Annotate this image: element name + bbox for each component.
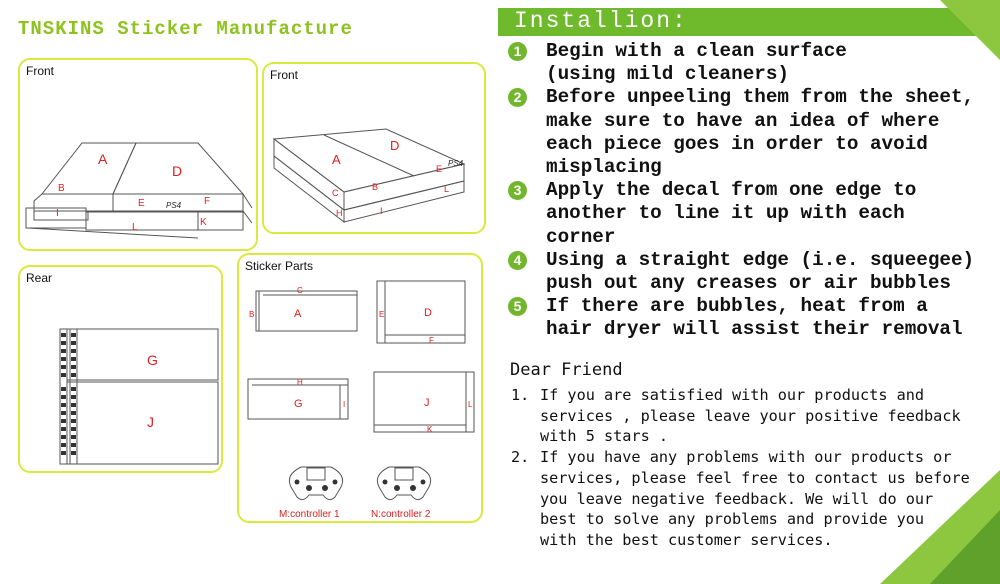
label-L: L	[444, 184, 449, 194]
step-line: (using mild cleaners)	[546, 63, 789, 86]
ps4-front-diagram: A D B E F PS4 I L K	[25, 142, 253, 239]
dear-friend-heading: Dear Friend	[510, 360, 623, 380]
brand-title: TNSKINS Sticker Manufacture	[18, 18, 353, 40]
controller-1-label: M:controller 1	[279, 509, 340, 520]
panel-title: Rear	[26, 271, 53, 285]
step-line: misplacing	[546, 156, 662, 179]
panel-title: Front	[270, 68, 299, 82]
label-I: I	[380, 206, 383, 216]
label-C: C	[332, 188, 339, 198]
label-A: A	[98, 151, 108, 167]
label-E: E	[379, 310, 384, 319]
front-panel-right: Front A D C B E PS4 H I L	[262, 62, 486, 234]
step-number-badge: 1	[508, 42, 527, 61]
label-A: A	[294, 308, 302, 320]
label-D: D	[172, 163, 182, 179]
ps4-logo-text: PS4	[448, 159, 464, 168]
step-1: 1 Begin with a clean surface (using mild…	[508, 40, 998, 86]
dear-friend-notes: 1. If you are satisfied with our product…	[511, 385, 991, 551]
label-E: E	[138, 198, 145, 209]
label-L: L	[132, 222, 138, 233]
note-line: services, please feel free to contact us…	[540, 468, 970, 487]
panel-title: Front	[26, 64, 55, 78]
step-line: make sure to have an idea of where	[546, 109, 940, 132]
label-G: G	[147, 352, 158, 368]
installation-banner	[498, 8, 988, 36]
installation-title: Installion:	[514, 8, 688, 34]
label-J: J	[147, 414, 154, 430]
label-B: B	[372, 182, 378, 192]
note-line: If you are satisfied with our products a…	[540, 386, 925, 404]
step-2: 2 Before unpeeling them from the sheet, …	[508, 86, 998, 179]
note-line: with 5 stars .	[540, 427, 669, 446]
sticker-parts-diagram: C B A D E F H G I J L K M:controller 1 N…	[247, 280, 475, 520]
note-line: services , please leave your positive fe…	[540, 406, 961, 425]
label-E: E	[436, 164, 442, 174]
step-line: each piece goes in order to avoid	[546, 132, 928, 155]
step-line: hair dryer will assist their removal	[546, 318, 963, 341]
ps4-rear-diagram: G J	[59, 328, 219, 465]
label-A: A	[332, 152, 341, 167]
step-line: corner	[546, 225, 616, 248]
label-C: C	[297, 286, 303, 295]
note-line: If you have any problems with our produc…	[540, 448, 952, 467]
step-line: push out any creases or air bubbles	[546, 272, 951, 295]
front-panel-left: Front A D B E F PS4 I L K	[18, 58, 258, 251]
step-number-badge: 5	[508, 297, 527, 317]
step-line: another to line it up with each	[546, 202, 905, 225]
label-H: H	[297, 378, 303, 387]
step-line: Using a straight edge (i.e. squeegee)	[546, 248, 975, 271]
label-B: B	[58, 183, 65, 194]
label-H: H	[336, 208, 343, 218]
note-line: best to solve any problems and provide y…	[540, 510, 925, 529]
sticker-parts-panel: Sticker Parts C B A D E F	[237, 253, 483, 523]
ps4-angled-diagram: A D C B E PS4 H I L	[272, 128, 466, 224]
note-line: with the best customer services.	[540, 530, 833, 549]
step-5: 5 If there are bubbles, heat from a hair…	[508, 295, 998, 341]
label-G: G	[294, 398, 303, 410]
label-F: F	[429, 336, 434, 345]
note-number: 1.	[511, 386, 530, 404]
step-number-badge: 3	[508, 181, 527, 201]
label-K: K	[427, 425, 433, 434]
step-number-badge: 2	[508, 88, 527, 108]
ps4-logo-text: PS4	[166, 201, 182, 210]
label-J: J	[424, 397, 430, 409]
step-3: 3 Apply the decal from one edge to anoth…	[508, 179, 998, 249]
label-I: I	[343, 400, 345, 409]
label-L: L	[468, 400, 473, 409]
step-number-badge: 4	[508, 250, 527, 270]
note-1: 1. If you are satisfied with our product…	[511, 385, 991, 447]
label-K: K	[200, 217, 207, 228]
label-D: D	[390, 138, 399, 153]
step-line: Apply the decal from one edge to	[546, 179, 917, 202]
panel-title: Sticker Parts	[245, 259, 314, 273]
rear-panel: Rear G J	[18, 265, 223, 473]
controller-2-label: N:controller 2	[371, 509, 431, 520]
note-number: 2.	[511, 448, 530, 467]
step-line: If there are bubbles, heat from a	[546, 295, 928, 318]
label-B: B	[249, 310, 254, 319]
note-2: 2. If you have any problems with our pro…	[511, 447, 991, 551]
label-F: F	[204, 196, 210, 207]
label-D: D	[424, 307, 432, 319]
installation-steps: 1 Begin with a clean surface (using mild…	[508, 40, 998, 342]
step-line: Before unpeeling them from the sheet,	[546, 86, 975, 109]
step-line: Begin with a clean surface	[546, 40, 847, 62]
label-I: I	[56, 208, 59, 219]
step-4: 4 Using a straight edge (i.e. squeegee) …	[508, 249, 998, 295]
note-line: you leave negative feedback. We will do …	[540, 489, 934, 508]
